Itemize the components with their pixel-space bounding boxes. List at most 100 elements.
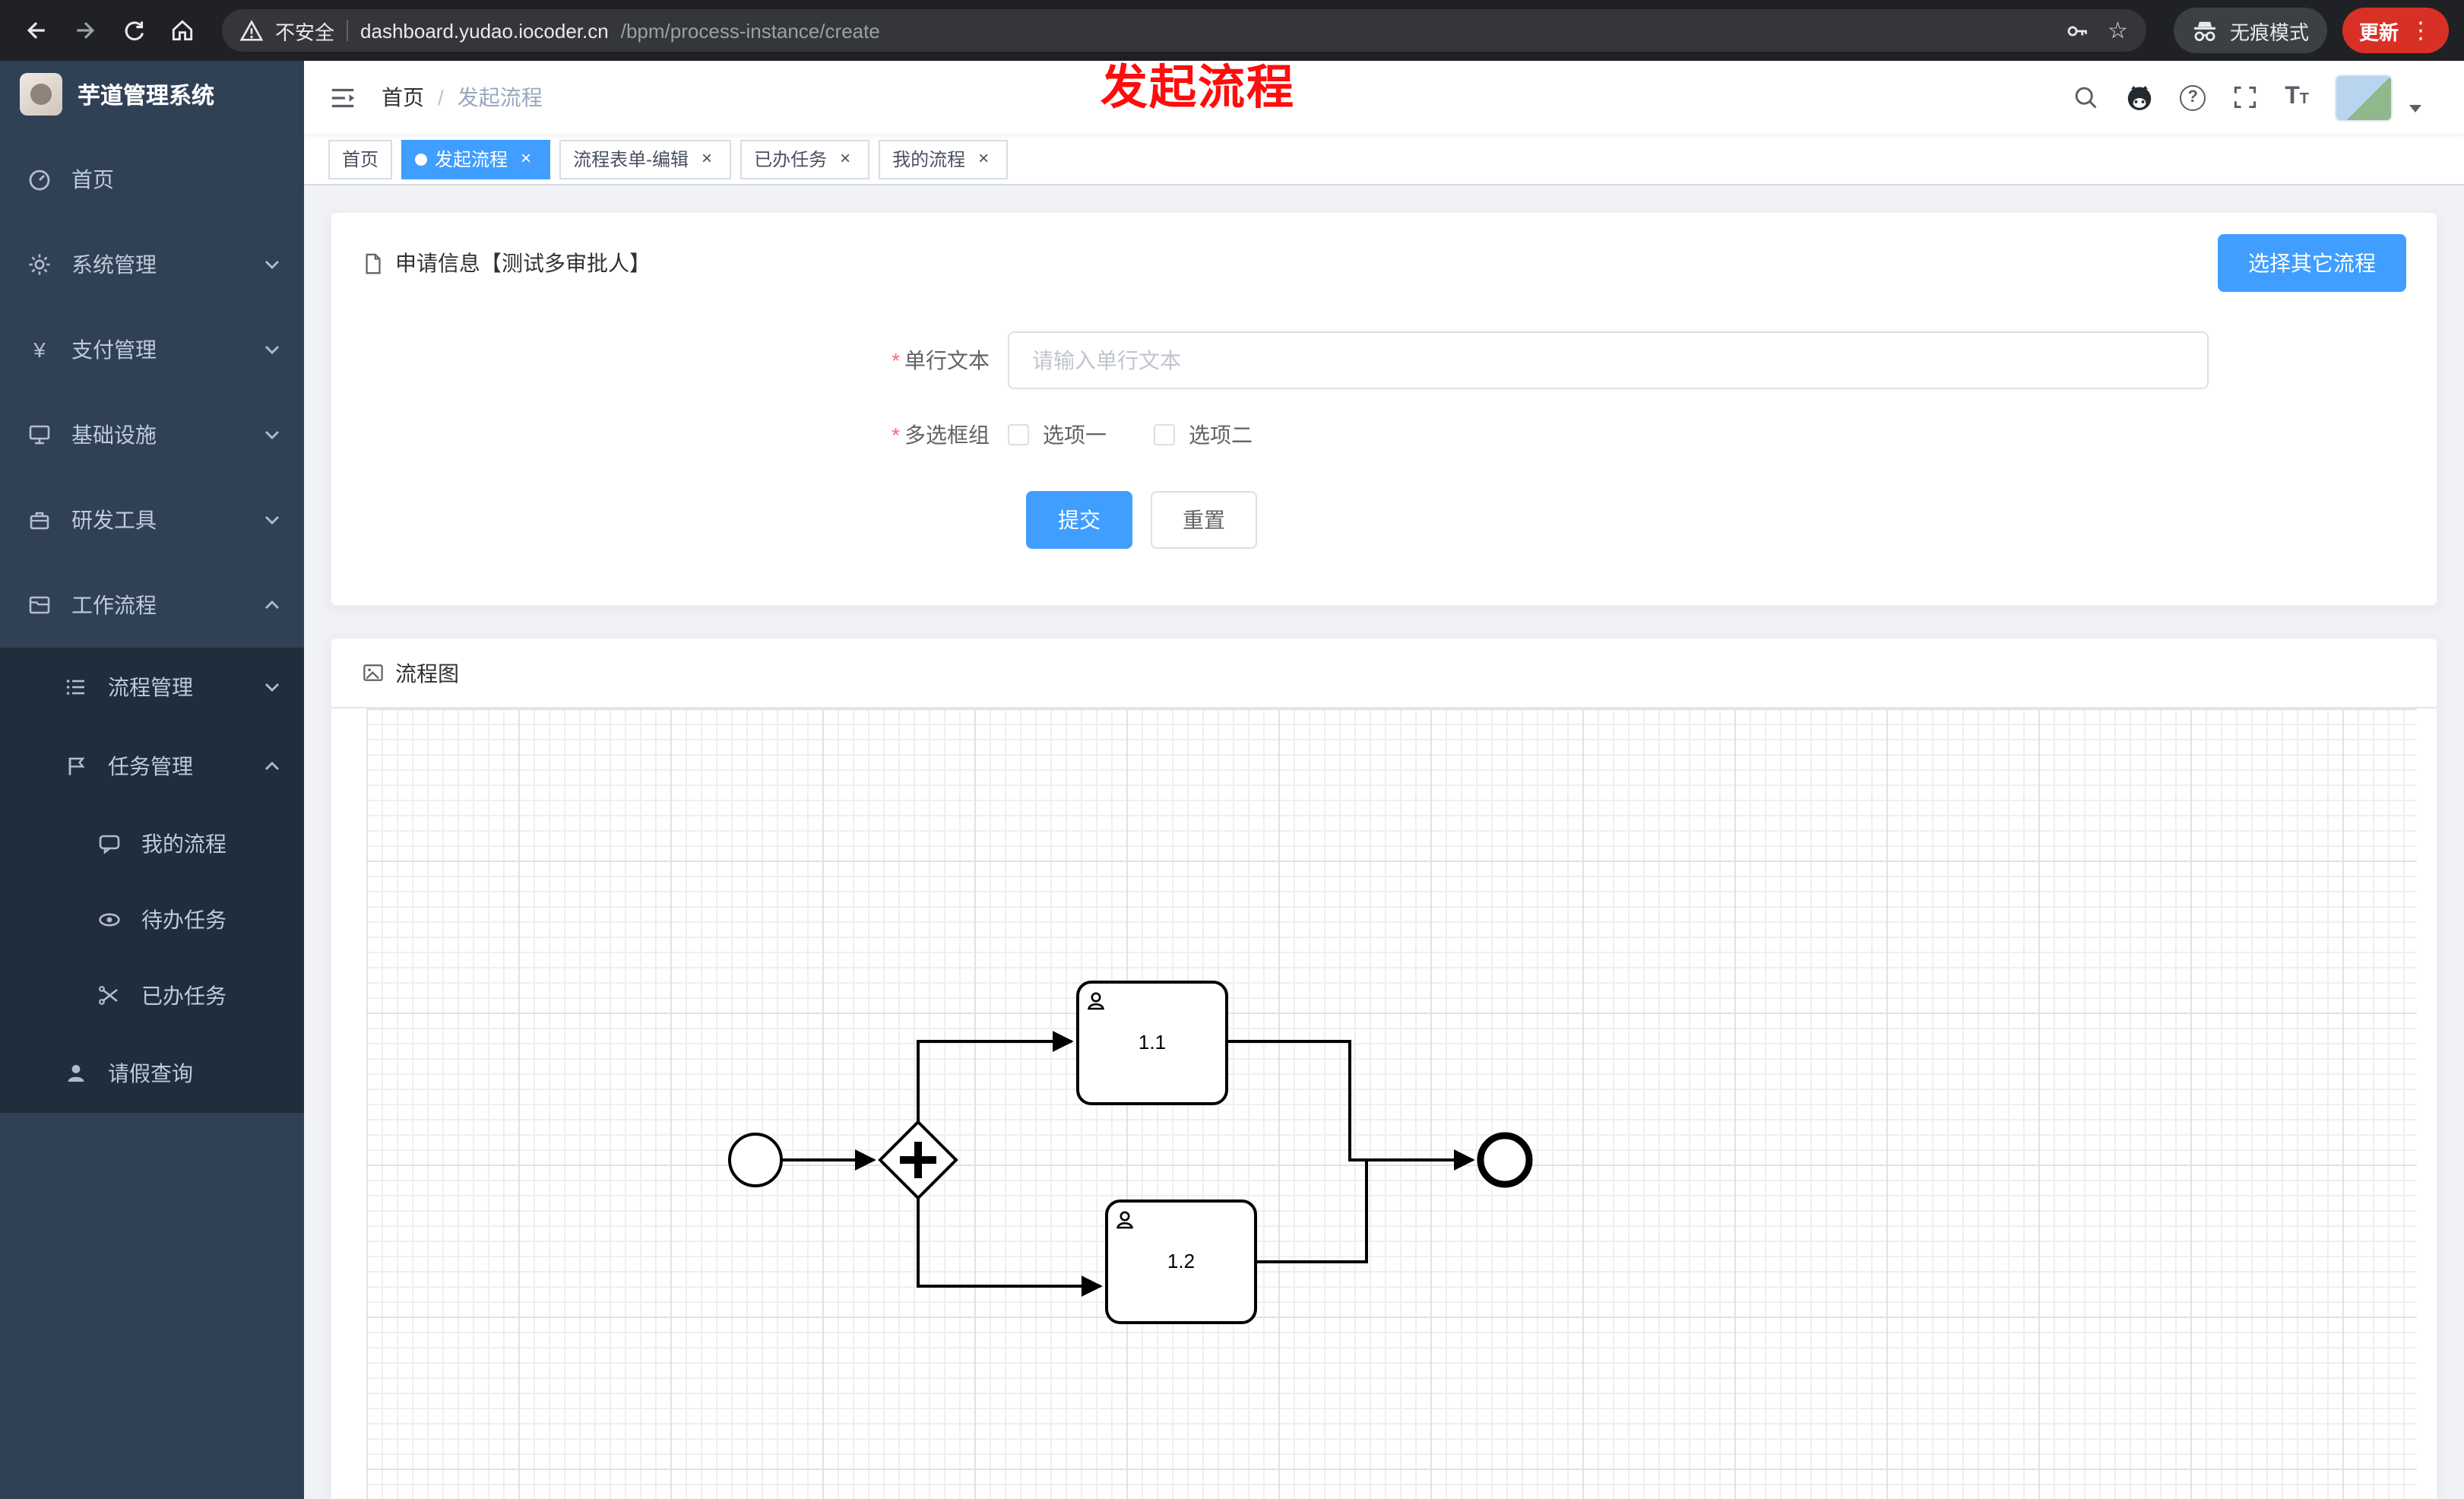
tab-my-process[interactable]: 我的流程 × [879, 139, 1009, 179]
key-icon[interactable] [2063, 17, 2089, 43]
sequence-flows [781, 1031, 1475, 1297]
breadcrumb-separator: / [438, 85, 444, 109]
text-field-row: *单行文本 [331, 331, 2437, 389]
bpmn-canvas[interactable]: 1.1 1.2 [366, 708, 2417, 1499]
github-icon[interactable] [2125, 83, 2154, 112]
tools-icon [24, 508, 55, 532]
tab-done-tasks[interactable]: 已办任务 × [740, 139, 870, 179]
browser-update-button[interactable]: 更新 ⋮ [2342, 8, 2449, 53]
back-icon[interactable] [15, 9, 58, 52]
sidebar-item-workflow[interactable]: 工作流程 [0, 563, 304, 648]
active-dot-icon [415, 153, 428, 165]
help-icon[interactable]: ? [2180, 84, 2206, 110]
forward-icon[interactable] [64, 9, 106, 52]
single-line-text-input[interactable] [1008, 331, 2209, 389]
sidebar-item-payment[interactable]: ¥ 支付管理 [0, 307, 304, 392]
not-secure-warning-icon[interactable] [240, 19, 263, 42]
user-task-1-1[interactable]: 1.1 [1076, 981, 1228, 1105]
search-icon[interactable] [2072, 84, 2099, 111]
tab-process-form-edit[interactable]: 流程表单-编辑 × [559, 139, 732, 179]
sidebar-item-todo-tasks[interactable]: 待办任务 [0, 882, 304, 958]
page-content: 申请信息【测试多审批人】 选择其它流程 *单行文本 *多选框组 [304, 185, 2464, 1499]
sidebar-item-devtools[interactable]: 研发工具 [0, 477, 304, 563]
chevron-down-icon [264, 260, 280, 269]
chevron-down-icon [264, 515, 280, 524]
submit-button[interactable]: 提交 [1026, 491, 1132, 549]
chevron-up-icon [264, 762, 280, 771]
checkbox-group-row: *多选框组 选项一 选项二 [331, 420, 2437, 450]
required-mark: * [892, 348, 900, 372]
tab-initiate-process[interactable]: 发起流程 × [401, 139, 551, 179]
url-domain: dashboard.yudao.iocoder.cn [360, 19, 609, 42]
tab-home[interactable]: 首页 [328, 139, 393, 179]
sidebar-item-system[interactable]: 系统管理 [0, 222, 304, 307]
user-icon [61, 1061, 91, 1085]
checkbox-icon[interactable] [1008, 424, 1029, 445]
breadcrumb-home[interactable]: 首页 [382, 85, 424, 109]
flow-gateway-to-task2 [917, 1198, 1103, 1297]
flow-task1-to-end [1227, 1040, 1475, 1171]
breadcrumb-current: 发起流程 [457, 85, 543, 109]
avatar-dropdown-caret-icon[interactable] [2409, 104, 2421, 112]
address-bar[interactable]: 不安全 dashboard.yudao.iocoder.cn/bpm/proce… [222, 9, 2146, 52]
end-event[interactable] [1477, 1132, 1533, 1188]
application-form-card: 申请信息【测试多审批人】 选择其它流程 *单行文本 *多选框组 [330, 211, 2438, 607]
close-icon[interactable]: × [978, 147, 990, 168]
done-icon [94, 984, 125, 1008]
task-label: 1.1 [1139, 1031, 1166, 1054]
user-task-1-2[interactable]: 1.2 [1105, 1200, 1257, 1324]
checkbox-icon[interactable] [1154, 424, 1175, 445]
bpmn-diagram: 1.1 1.2 [728, 981, 1533, 1324]
close-icon[interactable]: × [702, 147, 713, 168]
sidebar-item-process-management[interactable]: 流程管理 [0, 648, 304, 727]
checkbox-option-2[interactable]: 选项二 [1154, 420, 1253, 450]
update-label: 更新 [2358, 21, 2399, 43]
incognito-icon [2192, 17, 2218, 43]
process-list-icon [61, 675, 91, 699]
close-icon[interactable]: × [521, 147, 532, 168]
hamburger-icon[interactable] [328, 83, 357, 112]
url-path: /bpm/process-instance/create [620, 19, 880, 42]
reset-button[interactable]: 重置 [1151, 491, 1257, 549]
sidebar: 芋道管理系统 首页 系统管理 ¥ [0, 61, 304, 1499]
start-event[interactable] [728, 1133, 783, 1187]
chevron-down-icon [264, 683, 280, 692]
chat-bubble-icon [94, 832, 125, 856]
sidebar-item-infrastructure[interactable]: 基础设施 [0, 392, 304, 477]
select-other-process-button[interactable]: 选择其它流程 [2218, 234, 2406, 292]
incognito-badge: 无痕模式 [2173, 8, 2327, 53]
tags-view-bar: 首页 发起流程 × 流程表单-编辑 × 已办任务 × 我的流程 × [304, 134, 2464, 185]
gear-icon [24, 252, 55, 277]
home-icon[interactable] [161, 9, 204, 52]
app-logo[interactable]: 芋道管理系统 [0, 61, 304, 128]
reload-icon[interactable] [112, 9, 155, 52]
document-icon [362, 252, 385, 274]
bookmark-star-icon[interactable]: ☆ [2108, 18, 2128, 44]
sidebar-item-my-process[interactable]: 我的流程 [0, 806, 304, 882]
fullscreen-icon[interactable] [2231, 84, 2259, 111]
chevron-up-icon [264, 601, 280, 610]
sidebar-item-home[interactable]: 首页 [0, 137, 304, 222]
sidebar-item-task-management[interactable]: 任务管理 [0, 727, 304, 806]
checkbox-group-label: *多选框组 [892, 423, 990, 447]
user-avatar[interactable] [2335, 74, 2393, 121]
app-title: 芋道管理系统 [78, 83, 215, 109]
sidebar-item-done-tasks[interactable]: 已办任务 [0, 958, 304, 1034]
checkbox-option-1[interactable]: 选项一 [1008, 420, 1107, 450]
flow-task2-to-end [1256, 1160, 1368, 1263]
browser-menu-icon[interactable]: ⋮ [2409, 18, 2432, 44]
logo-avatar [20, 73, 62, 116]
chevron-down-icon [264, 345, 280, 354]
close-icon[interactable]: × [840, 147, 851, 168]
infrastructure-icon [24, 423, 55, 447]
task-flag-icon [61, 754, 91, 778]
parallel-gateway[interactable] [878, 1120, 958, 1200]
dashboard-icon [24, 167, 55, 192]
sidebar-item-leave-query[interactable]: 请假查询 [0, 1034, 304, 1113]
task-label: 1.2 [1167, 1250, 1195, 1272]
user-task-icon [1116, 1211, 1133, 1229]
picture-icon [362, 661, 385, 684]
eye-icon [94, 908, 125, 932]
